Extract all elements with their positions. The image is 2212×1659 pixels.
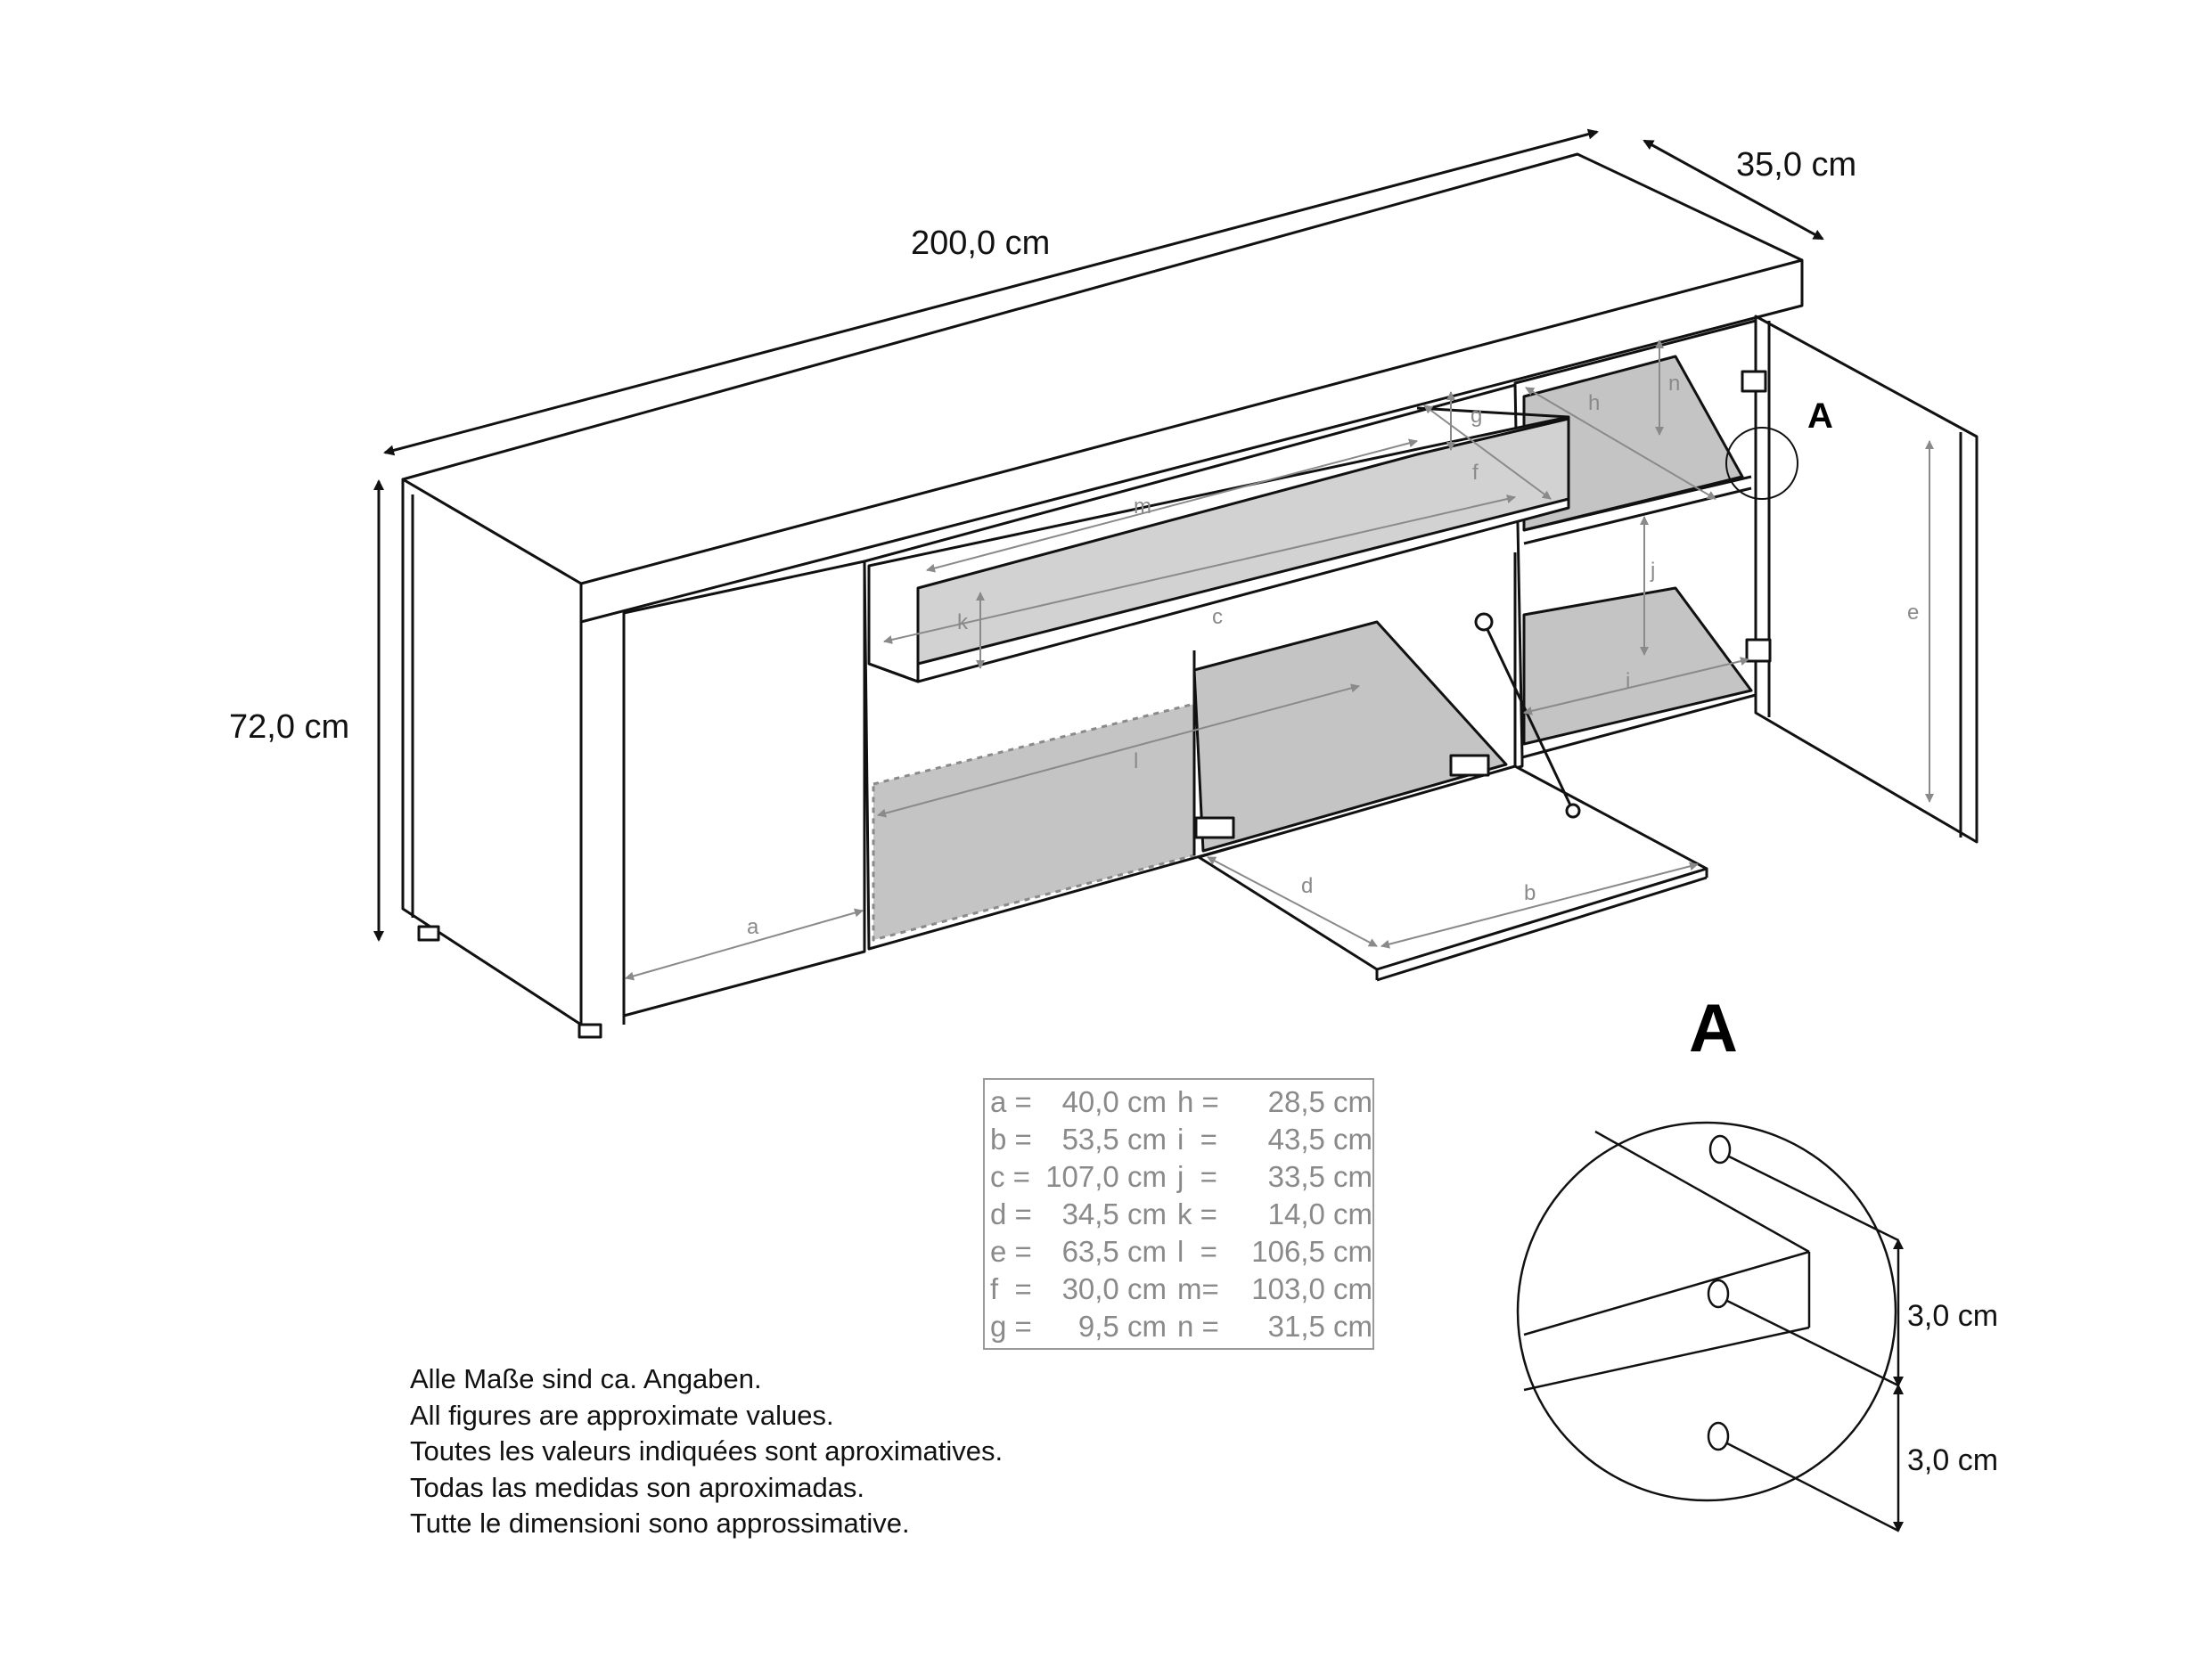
legend-value: 14,0 cm xyxy=(1267,1197,1372,1230)
legend-value: 31,5 cm xyxy=(1267,1310,1372,1343)
right-door-open xyxy=(1754,315,1979,844)
legend-row: e = 63,5 cm l = 106,5 cm xyxy=(990,1233,1372,1271)
label-a: a xyxy=(747,915,759,939)
height-label: 72,0 cm xyxy=(229,708,349,746)
width-label: 200,0 cm xyxy=(911,225,1050,262)
label-f: f xyxy=(1472,461,1479,485)
label-h: h xyxy=(1588,391,1600,415)
label-j: j xyxy=(1650,559,1655,583)
legend-value: 28,5 cm xyxy=(1267,1085,1372,1118)
detail-title: A xyxy=(1689,991,1738,1066)
width-dimension-line xyxy=(383,128,1599,456)
hinge-bottom xyxy=(1745,638,1772,663)
label-m: m xyxy=(1134,494,1151,519)
legend-value: 33,5 cm xyxy=(1267,1160,1372,1193)
legend-key: k = xyxy=(1176,1197,1217,1230)
legend-key: g = xyxy=(990,1310,1032,1343)
part-dimension-lines xyxy=(625,339,1934,981)
legend-key: f = xyxy=(990,1272,1032,1305)
label-n: n xyxy=(1668,372,1680,396)
left-door xyxy=(622,560,866,1017)
note-english: All figures are approximate values. xyxy=(410,1399,834,1431)
label-d: d xyxy=(1301,874,1313,898)
legend-key: h = xyxy=(1176,1085,1219,1118)
detail-spacing-top: 3,0 cm xyxy=(1907,1299,1998,1333)
legend-row: g = 9,5 cm n = 31,5 cm xyxy=(990,1308,1372,1345)
depth-dimension-line xyxy=(1643,139,1824,241)
legend-row: b = 53,5 cm i = 43,5 cm xyxy=(990,1121,1372,1158)
hinge-top xyxy=(1741,370,1767,393)
flap-hinge-left xyxy=(1194,816,1235,839)
depth-label: 35,0 cm xyxy=(1736,146,1856,184)
legend-row: a = 40,0 cm h = 28,5 cm xyxy=(990,1083,1372,1121)
note-french: Toutes les valeurs indiquées sont aproxi… xyxy=(410,1435,1004,1467)
legend-key: b = xyxy=(990,1123,1032,1156)
legend-key: n = xyxy=(1176,1310,1219,1343)
legend-value: 9,5 cm xyxy=(1077,1310,1167,1343)
legend-value: 106,5 cm xyxy=(1251,1235,1372,1268)
legend-row: d = 34,5 cm k = 14,0 cm xyxy=(990,1196,1372,1233)
legend-value: 40,0 cm xyxy=(1061,1085,1167,1118)
legend-value: 103,0 cm xyxy=(1251,1272,1372,1305)
note-italian: Tutte le dimensioni sono approssimative. xyxy=(410,1508,910,1539)
flap-hinge-right xyxy=(1449,754,1490,777)
legend-key: j = xyxy=(1176,1160,1217,1193)
legend-key: a = xyxy=(990,1085,1032,1118)
legend-key: d = xyxy=(990,1197,1032,1230)
cabinet-body xyxy=(401,152,1979,1039)
detail-a-view xyxy=(1516,1121,1904,1532)
overall-dimensions xyxy=(373,128,1824,942)
label-g: g xyxy=(1471,404,1482,428)
label-e: e xyxy=(1907,601,1919,625)
legend-value: 107,0 cm xyxy=(1045,1160,1167,1193)
foot-left xyxy=(417,925,440,942)
legend-value: 53,5 cm xyxy=(1061,1123,1167,1156)
legend-row: c = 107,0 cm j = 33,5 cm xyxy=(990,1158,1372,1196)
legend-row: f = 30,0 cm m= 103,0 cm xyxy=(990,1271,1372,1308)
legend-key: l = xyxy=(1176,1235,1217,1268)
label-k: k xyxy=(957,610,969,634)
legend-key: i = xyxy=(1176,1123,1217,1156)
flap-stay xyxy=(1482,621,1575,812)
label-c: c xyxy=(1212,605,1223,629)
label-i: i xyxy=(1626,669,1630,693)
legend-key: e = xyxy=(990,1235,1032,1268)
foot-right xyxy=(578,1023,602,1039)
legend-key: c = xyxy=(990,1160,1030,1193)
legend-value: 63,5 cm xyxy=(1061,1235,1167,1268)
legend-value: 43,5 cm xyxy=(1267,1123,1372,1156)
detail-callout-circle xyxy=(1725,427,1798,500)
approximate-values-notes: Alle Maße sind ca. Angaben. All figures … xyxy=(410,1361,1003,1542)
note-german: Alle Maße sind ca. Angaben. xyxy=(410,1363,762,1394)
legend-key: m= xyxy=(1176,1272,1219,1305)
dimension-legend: a = 40,0 cm h = 28,5 cm b = 53,5 cm i = 43,5 cm… xyxy=(983,1078,1374,1350)
legend-value: 30,0 cm xyxy=(1061,1272,1167,1305)
label-l: l xyxy=(1134,749,1138,773)
detail-callout-label: A xyxy=(1807,396,1833,436)
note-spanish: Todas las medidas son aproximadas. xyxy=(410,1471,865,1503)
legend-value: 34,5 cm xyxy=(1061,1197,1167,1230)
label-b: b xyxy=(1524,881,1536,905)
detail-spacing-bottom: 3,0 cm xyxy=(1907,1443,1998,1477)
